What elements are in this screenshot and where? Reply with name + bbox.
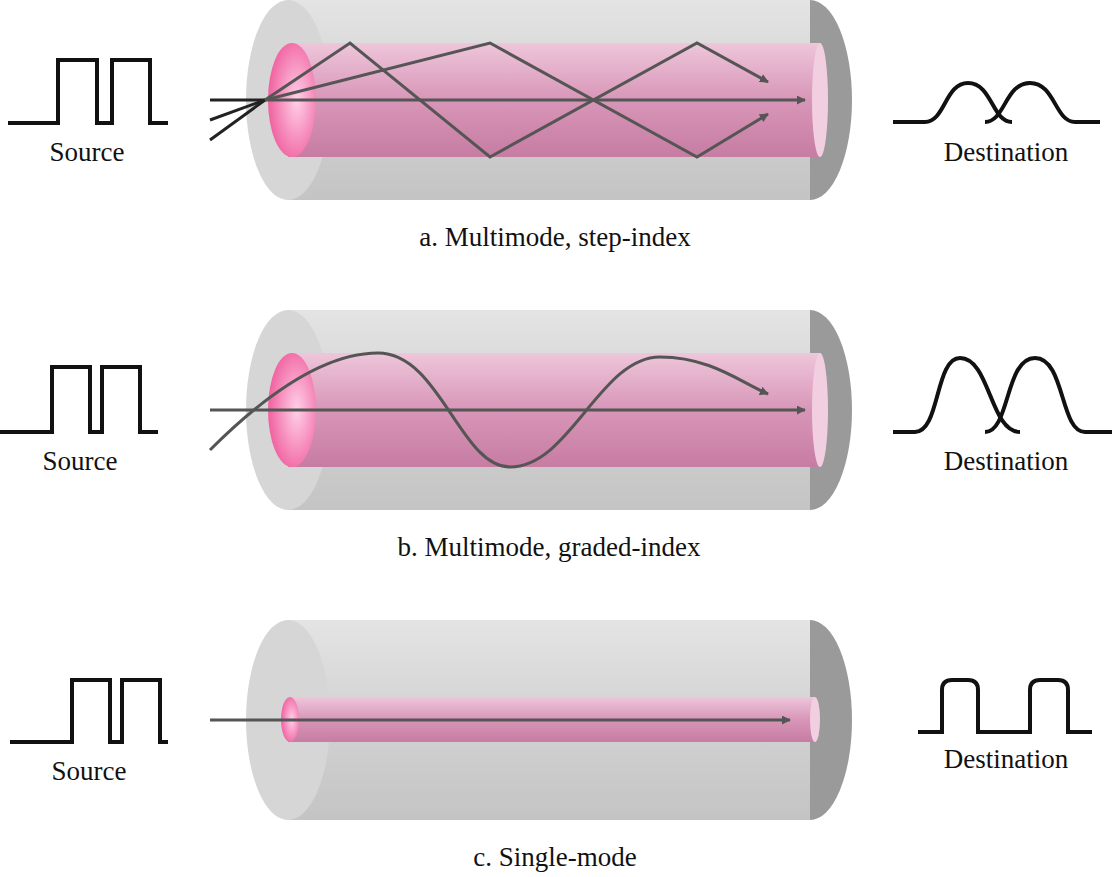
destination-label: Destination: [944, 743, 1068, 775]
spread-pulse: [893, 83, 1100, 122]
square-pulse: [10, 680, 168, 742]
caption: c. Single-mode: [473, 841, 636, 873]
source-label: Source: [43, 445, 118, 477]
square-pulse: [0, 367, 158, 432]
destination-label: Destination: [944, 445, 1068, 477]
received-pulse: [918, 680, 1092, 732]
spread-pulse: [893, 358, 1112, 432]
caption: a. Multimode, step-index: [419, 221, 690, 253]
caption: b. Multimode, graded-index: [398, 531, 701, 563]
source-label: Source: [50, 136, 125, 168]
destination-label: Destination: [944, 136, 1068, 168]
single-mode-fiber: [210, 620, 852, 820]
source-label: Source: [52, 755, 127, 787]
step-index-fiber: [210, 0, 852, 200]
square-pulse: [8, 60, 168, 123]
graded-index-fiber: [210, 310, 852, 510]
